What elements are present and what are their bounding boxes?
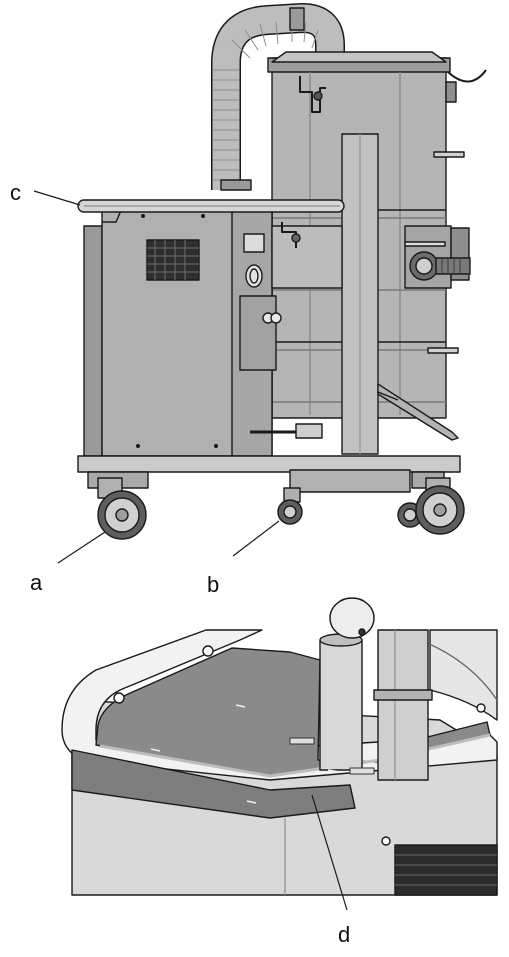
callout-label-c: c	[10, 180, 21, 205]
cabinet-vent	[394, 844, 498, 896]
electrical-box	[239, 295, 277, 371]
caster-wheel-middle	[277, 487, 303, 525]
power-switch	[245, 264, 263, 288]
filter-cylinder	[319, 639, 363, 771]
flexible-hose	[211, 3, 345, 191]
vertical-pipe	[377, 629, 429, 781]
vent-grille	[146, 239, 200, 281]
caster-wheel-right	[415, 477, 465, 535]
suction-inlet	[404, 225, 471, 289]
control-display	[243, 233, 265, 253]
lid-flap	[329, 597, 375, 639]
caster-wheel-left	[97, 477, 147, 540]
top-shelf	[77, 199, 345, 213]
callout-label-d: d	[338, 922, 350, 947]
chassis-base	[77, 455, 461, 493]
callout-label-a: a	[30, 570, 43, 595]
shelf-tray-surface	[95, 647, 491, 777]
shelf-closeup-figure	[61, 597, 498, 896]
frame-column	[341, 133, 459, 455]
callout-leaders-top	[33, 190, 280, 564]
callout-label-b: b	[207, 572, 219, 597]
callout-leader-d	[311, 794, 348, 911]
vacuum-unit-figure	[77, 3, 487, 540]
